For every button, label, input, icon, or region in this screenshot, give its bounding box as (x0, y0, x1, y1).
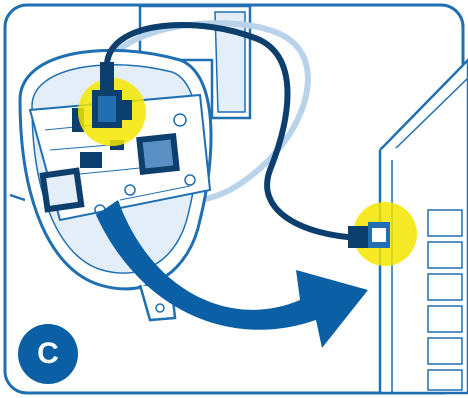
circuit-board (28, 93, 212, 222)
background-panel (138, 4, 252, 120)
direction-arrow (96, 200, 368, 348)
laptop-usb-plug (348, 222, 390, 248)
laptop (378, 58, 468, 395)
step-badge: C (18, 324, 78, 384)
usb-cable (104, 21, 363, 241)
device-usb-connector (92, 62, 132, 128)
step-label: C (37, 337, 59, 370)
